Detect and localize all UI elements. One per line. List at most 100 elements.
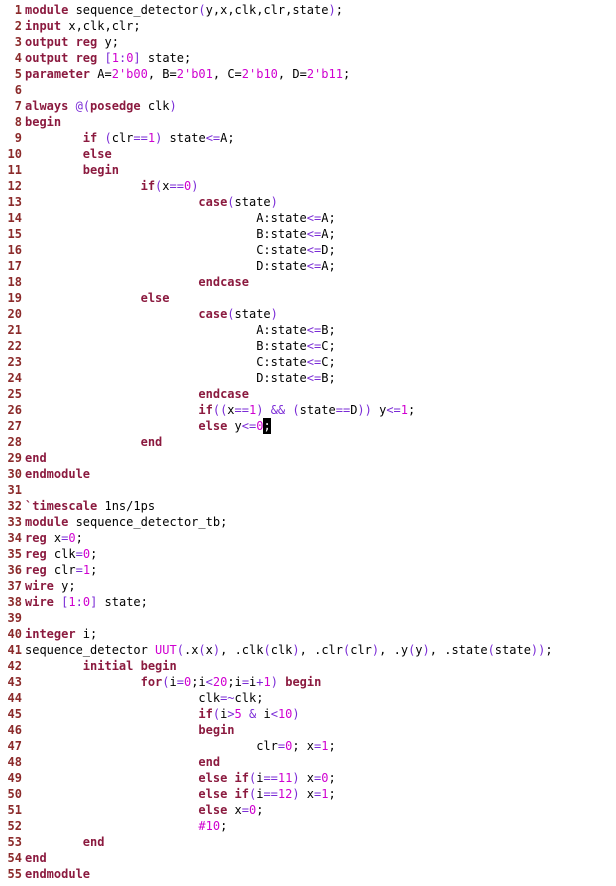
code-token [25, 722, 198, 738]
code-token: 1 [248, 403, 257, 417]
code-token: ) [292, 707, 300, 721]
code-line[interactable]: 32`timescale 1ns/1ps [0, 498, 156, 514]
code-line[interactable]: 9 if (clr==1) state<=A; [0, 130, 235, 146]
code-line[interactable]: 31 [0, 482, 25, 498]
line-number: 30 [7, 467, 22, 481]
code-line[interactable]: 43 for(i=0;i<20;i=i+1) begin [0, 674, 322, 690]
line-number: 26 [7, 403, 22, 417]
code-token: clr [350, 643, 372, 657]
code-line[interactable]: 6 [0, 82, 25, 98]
code-line[interactable]: 23 C:state<=C; [0, 354, 336, 370]
code-line[interactable]: 28 end [0, 434, 163, 450]
code-line[interactable]: 20 case(state) [0, 306, 278, 322]
code-token: ) [371, 643, 380, 657]
code-token: ( [104, 131, 112, 145]
code-line[interactable]: 17 D:state<=A; [0, 258, 336, 274]
code-token: state [234, 195, 271, 209]
line-number: 22 [7, 339, 22, 353]
code-token: A= [90, 67, 112, 81]
code-line[interactable]: 45 if(i>5 & i<10) [0, 706, 300, 722]
line-number: 2 [14, 19, 22, 33]
code-line[interactable]: 44 clk=~clk; [0, 690, 264, 706]
code-line[interactable]: 27 else y<=0; [0, 418, 271, 434]
code-token: A; [220, 131, 235, 145]
code-line[interactable]: 22 B:state<=C; [0, 338, 336, 354]
code-line[interactable]: 10 else [0, 146, 112, 162]
code-token: endmodule [25, 867, 91, 881]
code-token [25, 306, 198, 322]
code-line[interactable]: 11 begin [0, 162, 119, 178]
code-line[interactable]: 18 endcase [0, 274, 249, 290]
code-line[interactable]: 14 A:state<=A; [0, 210, 336, 226]
code-line[interactable]: 21 A:state<=B; [0, 322, 336, 338]
code-line[interactable]: 42 initial begin [0, 658, 177, 674]
code-line[interactable]: 15 B:state<=A; [0, 226, 336, 242]
code-line[interactable]: 47 clr=0; x=1; [0, 738, 336, 754]
line-number: 33 [7, 515, 22, 529]
code-token: x [227, 803, 242, 817]
line-number: 49 [7, 771, 22, 785]
code-token: B; [321, 323, 336, 337]
code-line[interactable]: 12 if(x==0) [0, 178, 199, 194]
line-number: 50 [7, 787, 22, 801]
line-number: 34 [7, 531, 22, 545]
code-token: , D= [277, 67, 307, 81]
code-token: begin [82, 163, 119, 177]
code-line[interactable]: 50 else if(i==12) x=1; [0, 786, 336, 802]
code-token [25, 674, 141, 690]
code-token: ( [176, 643, 184, 657]
code-line[interactable]: 24 D:state<=B; [0, 370, 336, 386]
code-token: 0 [183, 675, 192, 689]
code-token: ; [220, 819, 228, 833]
code-line[interactable]: 53 end [0, 834, 105, 850]
code-token: ] [133, 51, 141, 65]
code-token: <= [205, 131, 221, 145]
code-token: + [256, 675, 264, 689]
code-token: ) [270, 195, 278, 209]
line-number: 14 [7, 211, 22, 225]
code-line[interactable]: 51 else x=0; [0, 802, 264, 818]
code-token: x [227, 403, 235, 417]
code-token: ; x [292, 739, 315, 753]
line-number: 5 [14, 67, 22, 81]
line-number: 17 [7, 259, 22, 273]
code-line[interactable]: 39 [0, 610, 25, 626]
code-line[interactable]: 19 else [0, 290, 170, 306]
code-token: ;i [191, 675, 206, 689]
code-token: state [162, 131, 206, 145]
code-token: sequence_detector_tb; [68, 515, 228, 529]
code-line[interactable]: 48 end [0, 754, 221, 770]
code-token: ( [212, 707, 221, 721]
code-line[interactable]: 16 C:state<=D; [0, 242, 336, 258]
code-line[interactable]: 49 else if(i==11) x=0; [0, 770, 336, 786]
code-line[interactable]: 26 if((x==1) && (state==D)) y<=1; [0, 402, 416, 418]
code-line[interactable]: 52 #10; [0, 818, 228, 834]
code-token: = [314, 739, 322, 753]
code-line[interactable]: 46 begin [0, 722, 235, 738]
code-token: 2'b10 [241, 67, 278, 81]
code-line[interactable]: 25 endcase [0, 386, 249, 402]
code-line[interactable]: 13 case(state) [0, 194, 278, 210]
code-token: = [61, 531, 69, 545]
code-token: clk [140, 99, 170, 113]
